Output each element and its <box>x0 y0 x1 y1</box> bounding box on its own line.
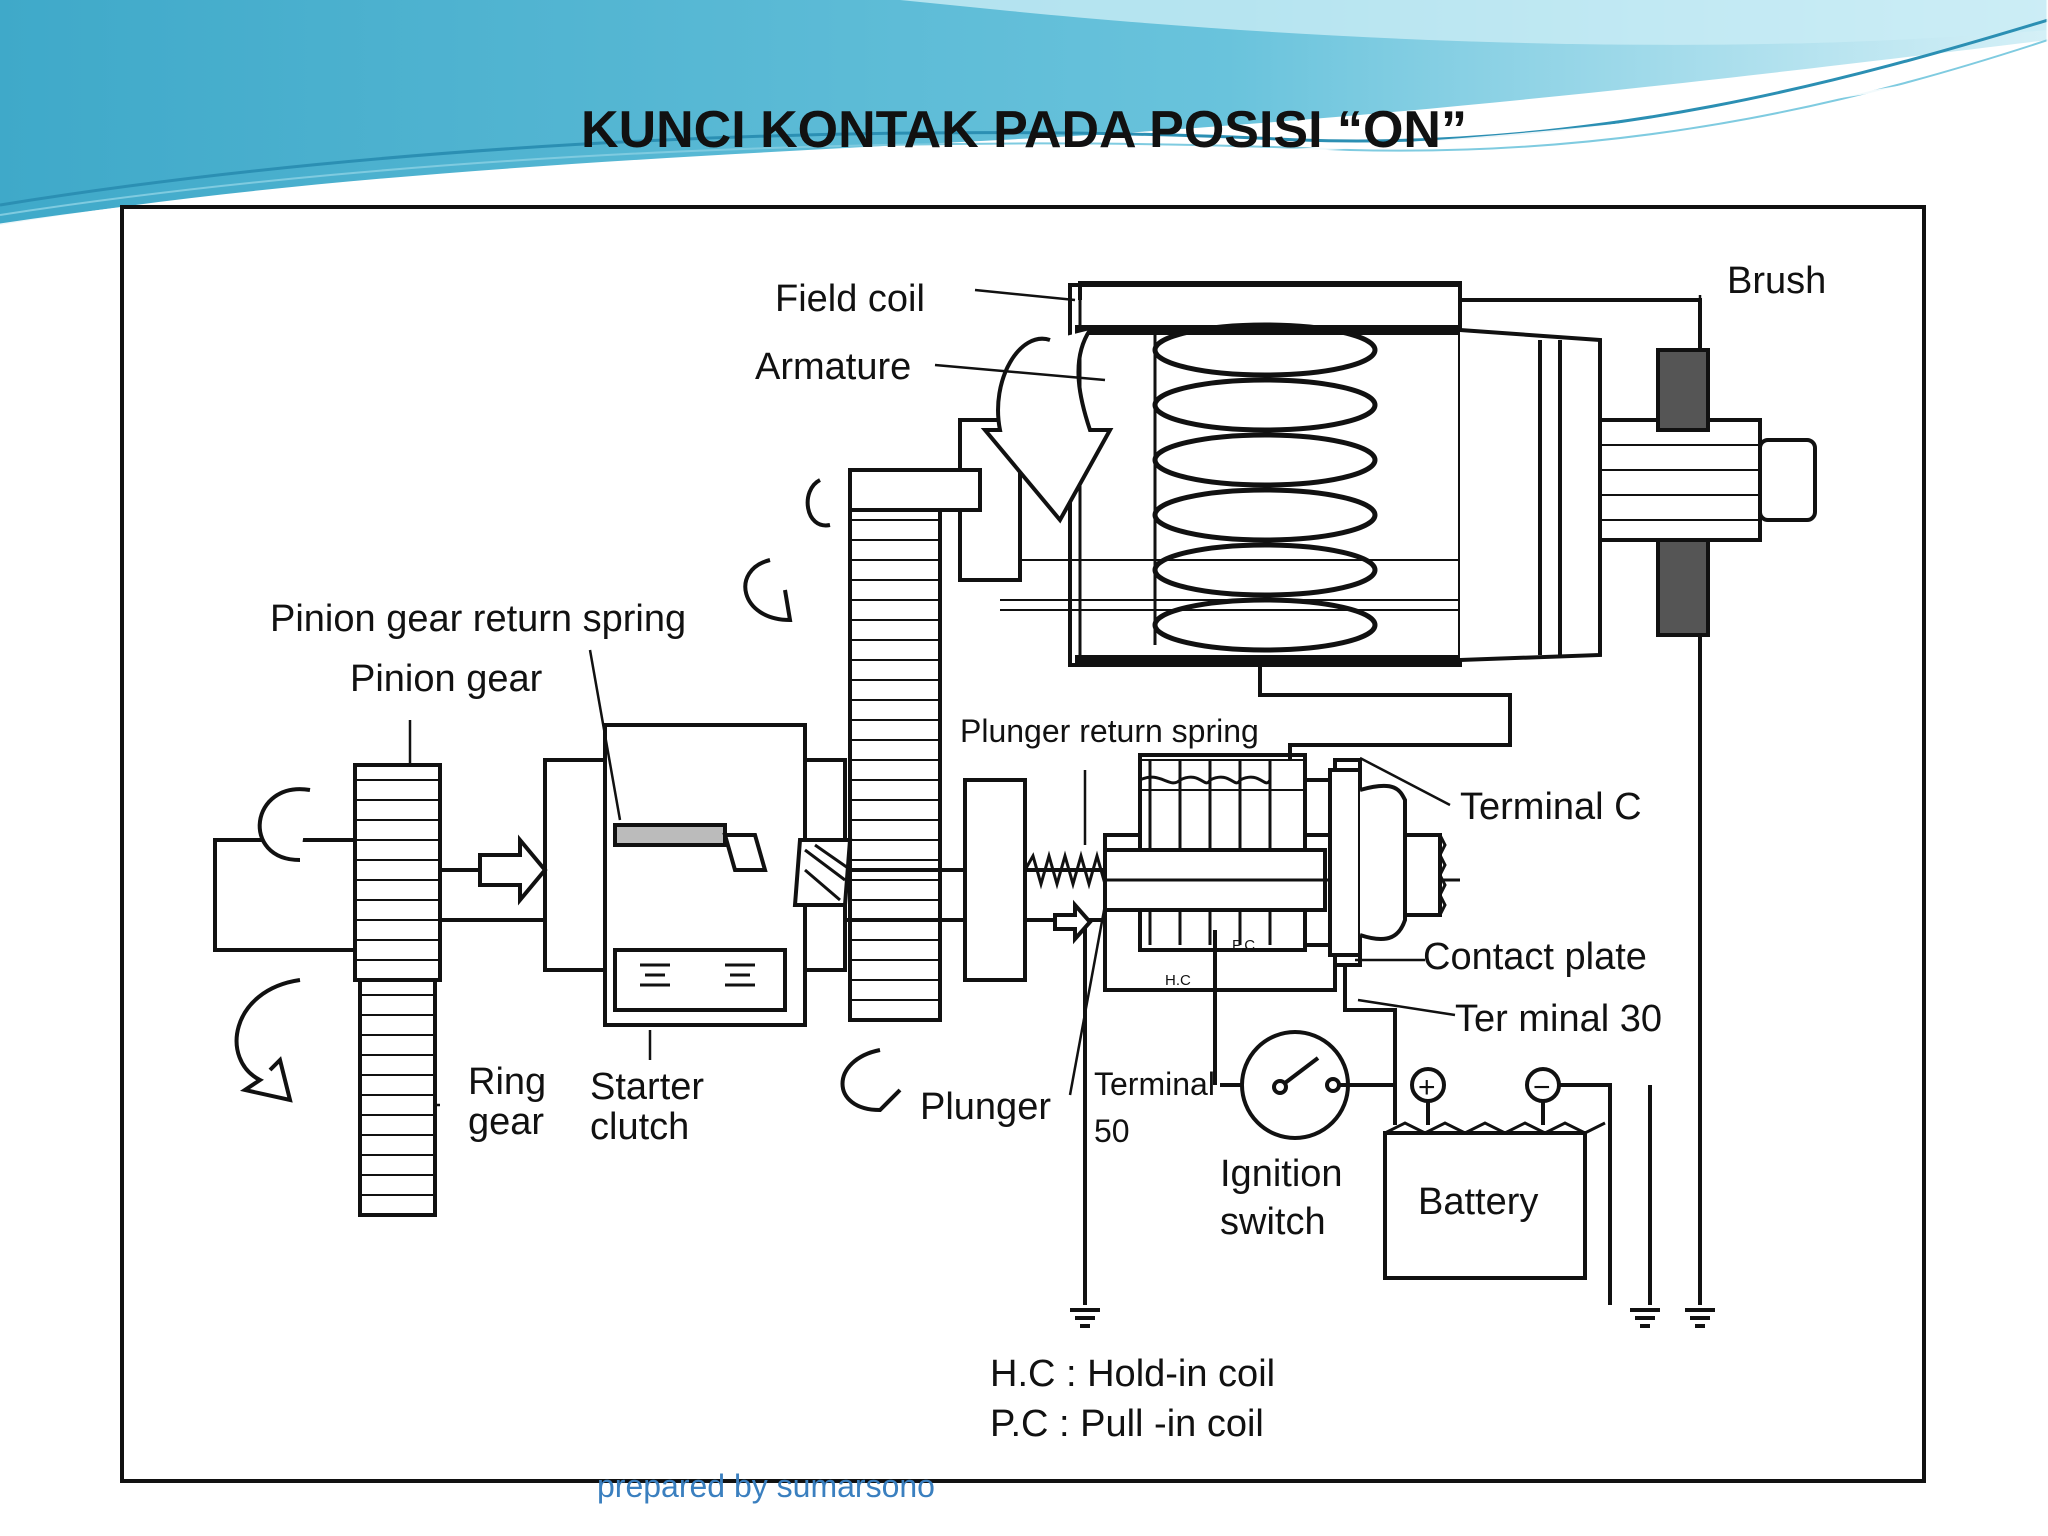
label-ignition-switch-line1: Ignition <box>1220 1153 1343 1195</box>
shaft-collar <box>963 778 1027 982</box>
terminal-30-wire <box>1343 965 1397 1125</box>
label-pinion-gear-return-spring: Pinion gear return spring <box>270 598 687 640</box>
slide-title: KUNCI KONTAK PADA POSISI “ON” <box>581 101 1467 159</box>
coil-hc-label: H.C <box>1165 972 1191 989</box>
coil-pc-label: P.C <box>1232 937 1255 954</box>
label-terminal-50-line2: 50 <box>1094 1113 1130 1149</box>
commutator <box>1598 418 1817 542</box>
motor-housing <box>1000 283 1602 667</box>
reduction-gear <box>848 468 982 1022</box>
label-terminal-c: Terminal C <box>1460 786 1642 828</box>
label-starter-clutch-line2: clutch <box>590 1106 690 1148</box>
brush-ground-wire <box>1648 635 1702 1305</box>
starter-clutch-shape <box>543 723 853 1027</box>
brush-block-bottom <box>1656 538 1710 637</box>
label-plunger: Plunger <box>920 1086 1051 1128</box>
contact-plate-shape <box>1305 758 1447 967</box>
legend-hold-in-coil: H.C : Hold-in coil <box>990 1353 1276 1395</box>
footer-credit: prepared by sumarsono <box>597 1468 935 1504</box>
label-ignition-switch-line2: switch <box>1220 1201 1326 1243</box>
label-armature: Armature <box>755 346 912 388</box>
plunger-return-spring-shape <box>1023 850 1115 890</box>
label-brush: Brush <box>1727 260 1827 302</box>
battery-minus-sign: − <box>1533 1071 1551 1104</box>
ground-symbol-right <box>1630 1308 1715 1328</box>
label-field-coil: Field coil <box>775 278 925 320</box>
label-pinion-gear: Pinion gear <box>350 658 543 700</box>
header-wave-decoration <box>0 0 2048 227</box>
ground-symbol-left <box>1070 1308 1100 1328</box>
pinion-gear-shape <box>353 763 442 982</box>
label-ring-gear-line2: gear <box>468 1101 545 1143</box>
label-terminal-30: Ter minal 30 <box>1455 998 1662 1040</box>
rotation-arrows <box>234 328 1114 1113</box>
terminal-c-wire <box>1258 665 1512 760</box>
label-contact-plate: Contact plate <box>1423 936 1647 978</box>
label-plunger-return-spring: Plunger return spring <box>960 713 1259 749</box>
battery-plus-sign: + <box>1418 1071 1436 1104</box>
armature-coil <box>1152 322 1378 653</box>
battery-shape <box>1383 1067 1612 1305</box>
brush-block-top <box>1656 348 1710 432</box>
leader-lines <box>408 288 1702 1107</box>
legend-pull-in-coil: P.C : Pull -in coil <box>990 1403 1264 1445</box>
label-battery: Battery <box>1418 1181 1539 1223</box>
ring-gear-shape <box>358 978 437 1217</box>
ignition-switch-shape <box>1213 930 1395 1140</box>
label-starter-clutch-line1: Starter <box>590 1066 705 1108</box>
label-terminal-50-line1: Terminal <box>1094 1066 1215 1102</box>
label-ring-gear-line1: Ring <box>468 1061 547 1103</box>
